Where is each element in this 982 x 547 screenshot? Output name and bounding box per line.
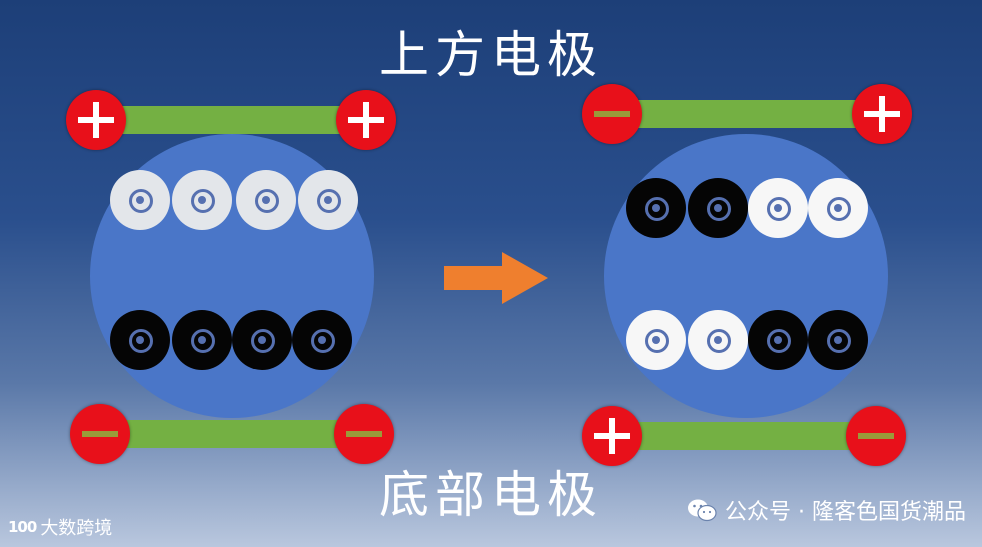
transition-arrow-icon	[444, 252, 548, 304]
brand-watermark: 100 大数跨境	[8, 514, 112, 540]
left-top-ion-1	[110, 170, 170, 230]
left-bottom-ion-4	[292, 310, 352, 370]
right-bottom-ion-1	[626, 310, 686, 370]
right-bottom-ion-2	[688, 310, 748, 370]
left-top-ion-2	[172, 170, 232, 230]
left-bottom-ion-1	[110, 310, 170, 370]
right-top-ion-2	[688, 178, 748, 238]
left-top-ion-4	[298, 170, 358, 230]
wechat-icon	[687, 498, 717, 522]
wechat-watermark: 公众号 · 隆客色国货潮品	[687, 494, 966, 526]
right-top-ion-3	[748, 178, 808, 238]
right-cell	[604, 134, 888, 418]
left-bottom-right-minus-pole	[334, 404, 394, 464]
left-bottom-left-minus-pole	[70, 404, 130, 464]
wechat-account-label: 公众号 · 隆客色国货潮品	[725, 494, 966, 526]
left-bottom-ion-2	[172, 310, 232, 370]
right-top-ion-1	[626, 178, 686, 238]
left-top-right-plus-pole	[336, 90, 396, 150]
brand-text: 大数跨境	[40, 514, 112, 540]
right-top-ion-4	[808, 178, 868, 238]
brand-logo: 100	[8, 518, 36, 536]
right-bottom-left-plus-pole	[582, 406, 642, 466]
right-top-electrode-bar	[612, 100, 882, 128]
right-bottom-ion-3	[748, 310, 808, 370]
right-bottom-electrode-bar	[614, 422, 876, 450]
right-bottom-right-minus-pole	[846, 406, 906, 466]
left-bottom-ion-3	[232, 310, 292, 370]
left-top-left-plus-pole	[66, 90, 126, 150]
top-electrode-title: 上方电极	[0, 30, 982, 80]
left-bottom-electrode-bar	[100, 420, 364, 448]
right-bottom-ion-4	[808, 310, 868, 370]
left-top-ion-3	[236, 170, 296, 230]
right-top-left-minus-pole	[582, 84, 642, 144]
left-top-electrode-bar	[96, 106, 370, 134]
right-top-right-plus-pole	[852, 84, 912, 144]
